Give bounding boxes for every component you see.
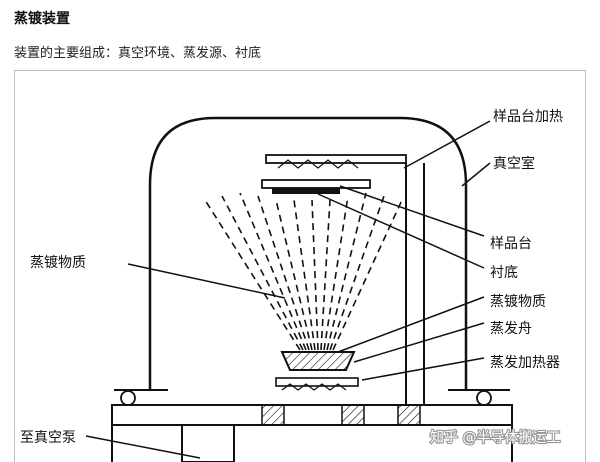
- electrode-post-left: [261, 404, 285, 426]
- label-vacuum-chamber: 真空室: [493, 155, 535, 172]
- watermark: 知乎 @半导体搬运工: [430, 429, 560, 446]
- page-subtitle: 装置的主要组成：真空环境、蒸发源、衬底: [14, 46, 262, 61]
- seal-ring-left: [120, 390, 136, 406]
- label-evap-boat: 蒸发舟: [490, 321, 532, 337]
- substrate: [272, 188, 340, 194]
- sample-stage: [261, 179, 371, 189]
- leader-lines: [85, 120, 491, 459]
- label-sample-stage: 样品台: [490, 236, 532, 252]
- vacuum-chamber-wall: [148, 116, 468, 390]
- label-to-vacuum-pump: 至真空泵: [20, 430, 76, 446]
- evaporation-boat: [280, 351, 356, 371]
- page-title: 蒸镀装置: [14, 11, 70, 27]
- label-evap-material-right: 蒸镀物质: [490, 293, 546, 310]
- evaporation-plume: [204, 192, 403, 351]
- label-substrate: 衬底: [490, 265, 518, 281]
- seal-ring-right: [476, 390, 492, 406]
- label-evap-heater: 蒸发加热器: [490, 355, 560, 371]
- sample-stage-heater: [265, 154, 425, 405]
- heater-post: [397, 404, 421, 426]
- electrode-post-right: [341, 404, 365, 426]
- label-sample-heating: 样品台加热: [493, 109, 563, 125]
- label-evap-material-left: 蒸镀物质: [30, 254, 86, 271]
- evaporation-heater: [275, 377, 359, 391]
